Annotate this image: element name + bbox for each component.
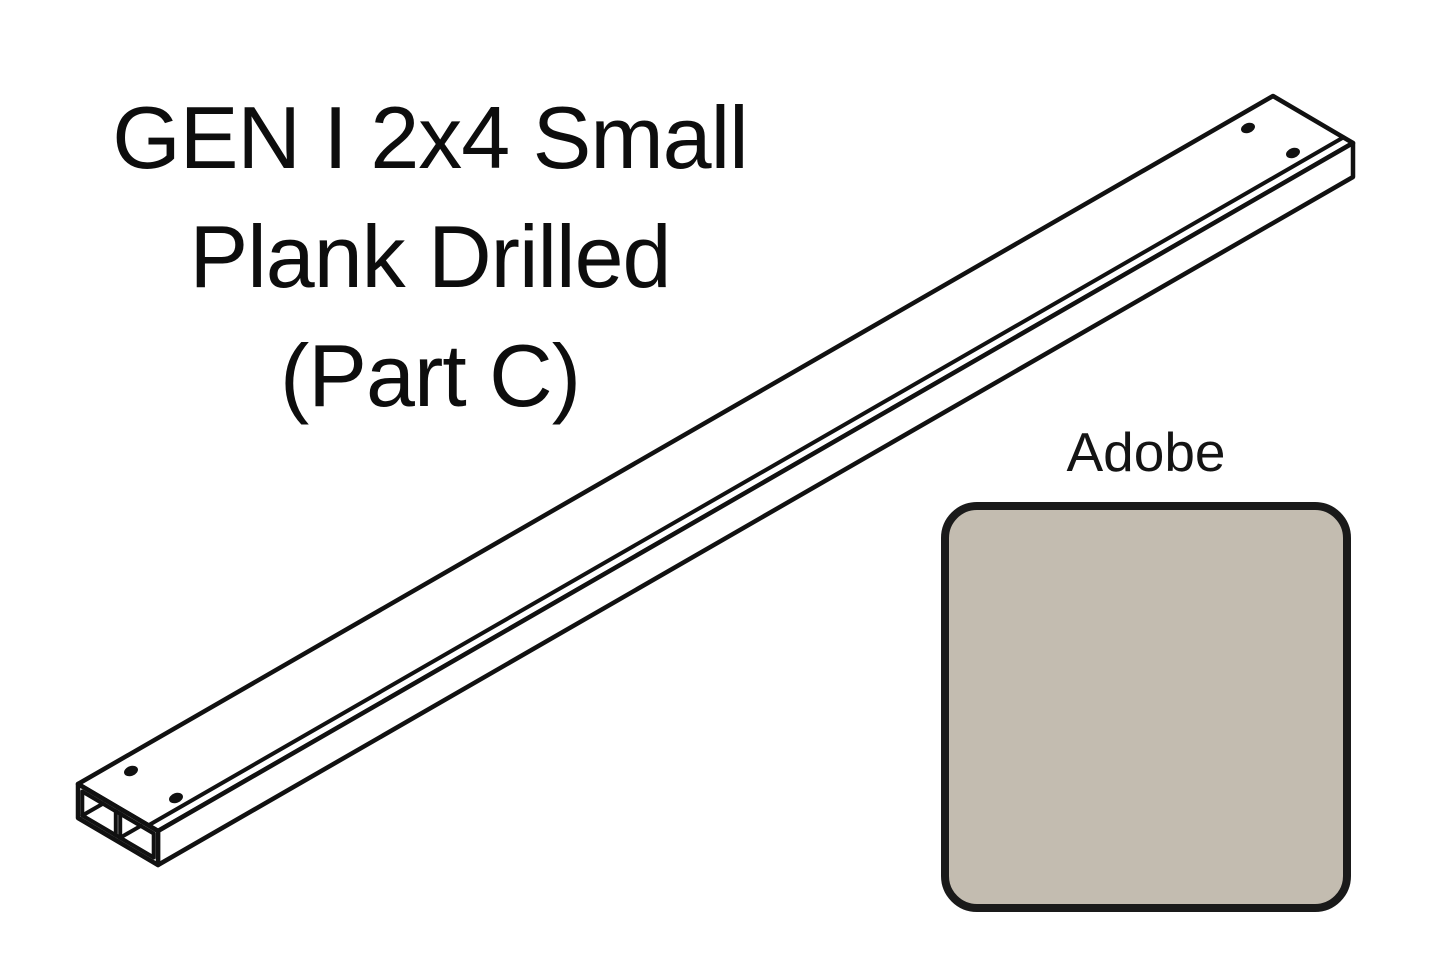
plank-end-inner-opening [80, 789, 156, 860]
drill-holes-group [124, 122, 1300, 804]
product-title-line-1: GEN I 2x4 Small [112, 88, 748, 187]
color-swatch [941, 502, 1351, 912]
plank-chamfer-line [146, 135, 1346, 828]
color-swatch-label: Adobe [1066, 421, 1226, 483]
drill-hole-far-end-front [1286, 147, 1300, 159]
drill-hole-far-end-back [1241, 122, 1255, 134]
plank-outline-group [75, 93, 1356, 868]
plank-cell-2-inner-edge-line [118, 823, 143, 840]
drill-hole-near-end-back [124, 765, 138, 777]
drill-hole-near-end-front [169, 792, 183, 804]
product-title-line-3: (Part C) [280, 326, 581, 425]
color-swatch-fill [941, 502, 1351, 912]
product-title-line-2: Plank Drilled [189, 207, 672, 306]
product-title: GEN I 2x4 Small Plank Drilled (Part C) [60, 78, 800, 435]
plank-cell-1-inner-edge-line [80, 801, 105, 818]
